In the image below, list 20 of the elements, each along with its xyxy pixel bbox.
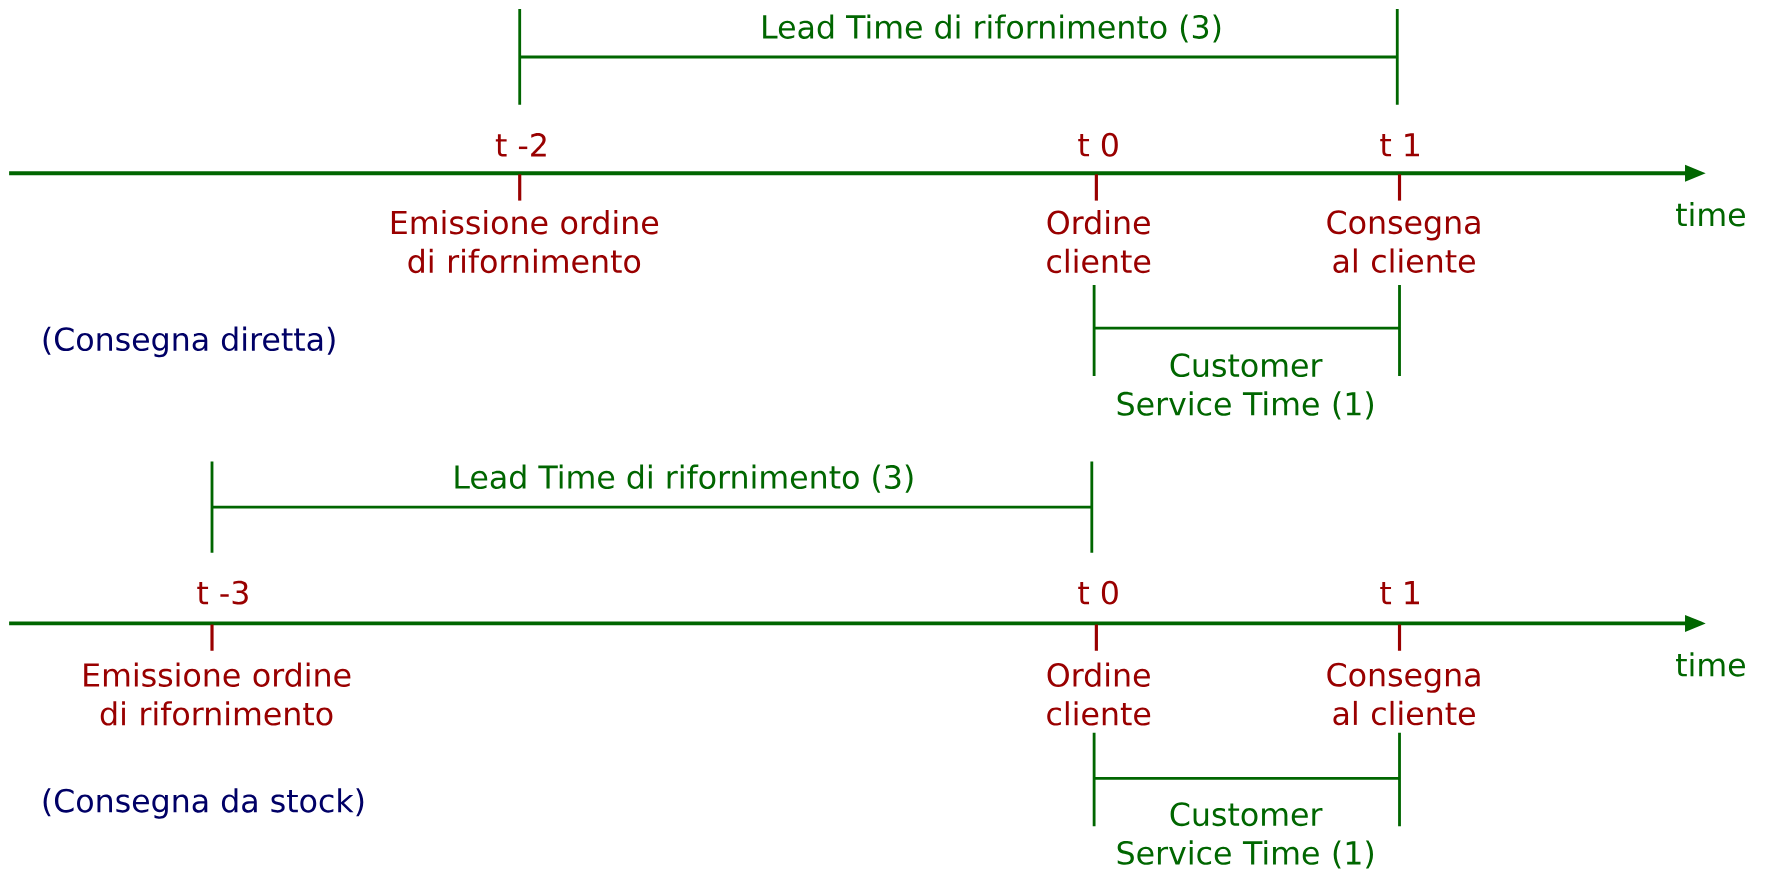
duration-label: Customer Service Time (1) xyxy=(1117,802,1373,869)
tick-label: t 1 xyxy=(1380,133,1419,157)
tick-label: t 0 xyxy=(1078,133,1118,157)
event-label: Ordine cliente xyxy=(1047,210,1151,274)
event-label: Consegna al cliente xyxy=(1327,210,1480,274)
scenario-title: (Consegna diretta) xyxy=(43,326,335,358)
tick-label: t 1 xyxy=(1380,581,1419,605)
duration-label: Lead Time di rifornimento (3) xyxy=(763,14,1221,43)
tick-label: t -2 xyxy=(495,133,546,157)
duration-label: Customer Service Time (1) xyxy=(1117,353,1373,420)
tick-label: t -3 xyxy=(197,580,248,605)
axis-label: time xyxy=(1676,202,1745,227)
axis-label: time xyxy=(1676,652,1745,677)
event-label: Ordine cliente xyxy=(1047,662,1151,726)
event-label: Emissione ordine di rifornimento xyxy=(84,662,351,726)
duration-label: Lead Time di rifornimento (3) xyxy=(455,464,913,493)
event-label: Emissione ordine di rifornimento xyxy=(391,210,659,274)
event-label: Consegna al cliente xyxy=(1327,663,1480,726)
tick-label: t 0 xyxy=(1078,580,1118,605)
scenario-title: (Consegna da stock) xyxy=(43,788,364,819)
